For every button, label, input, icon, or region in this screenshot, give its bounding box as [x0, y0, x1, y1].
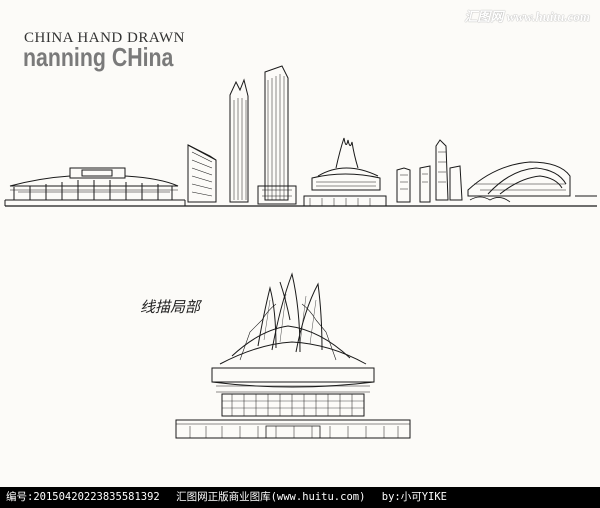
footer-site-text: 汇图网正版商业图库(www.huitu.com) [176, 491, 366, 503]
right-towers [396, 139, 463, 203]
footer-bar: 编号:20150420223835581392 汇图网正版商业图库(www.hu… [0, 487, 600, 508]
footer-id-text: 编号:20150420223835581392 [6, 491, 160, 503]
watermark-text: 汇图网 www.huitu.com [464, 9, 590, 24]
skyline-drawing [4, 65, 597, 207]
title-text: nanning CHina [23, 42, 174, 72]
detail-label: 线描局部 [140, 298, 201, 316]
convention-center-small [303, 137, 387, 207]
convention-center-detail [175, 272, 411, 439]
stadium [467, 161, 597, 203]
footer-author-text: by:小可YIKE [381, 491, 448, 503]
office-block [187, 144, 217, 203]
station-building [4, 167, 186, 206]
twin-towers [229, 65, 297, 205]
subtitle-text: CHINA HAND DRAWN [24, 30, 185, 46]
